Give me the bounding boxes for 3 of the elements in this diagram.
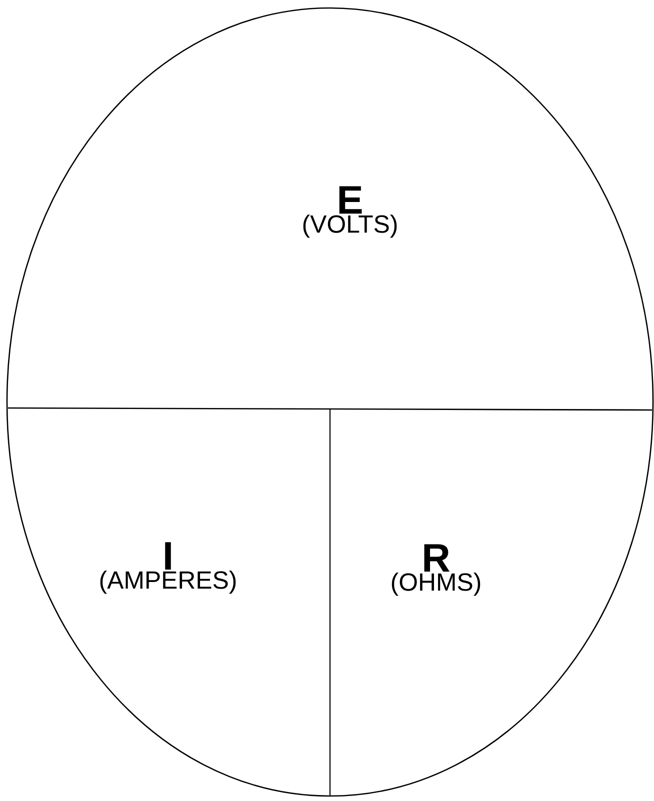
quantity-label: R (OHMS) [392,544,480,596]
quantity-label: E (VOLTS) [303,186,397,238]
quantity-label: I (AMPERES) [100,542,236,594]
